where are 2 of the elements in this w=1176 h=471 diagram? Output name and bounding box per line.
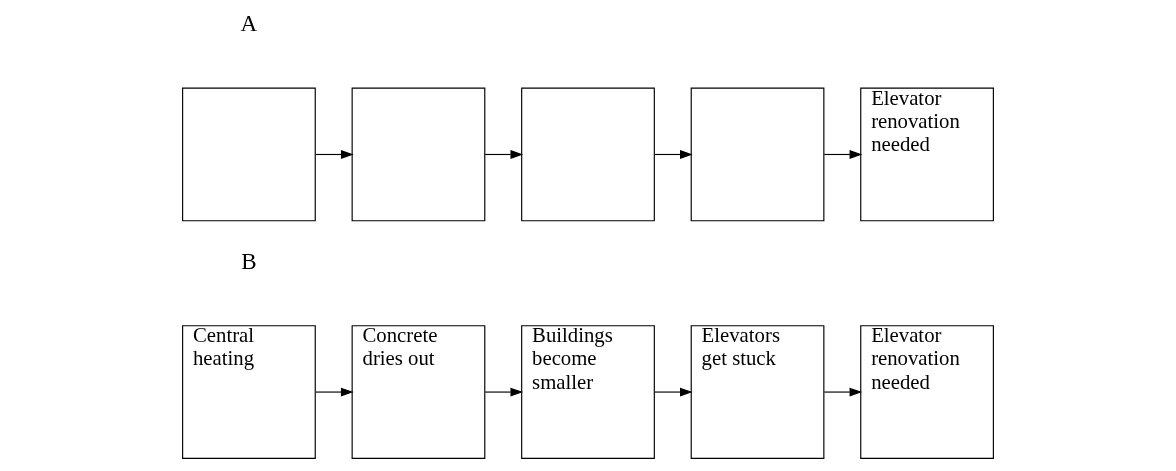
label: A bbox=[240, 10, 258, 37]
label: B bbox=[241, 247, 257, 274]
